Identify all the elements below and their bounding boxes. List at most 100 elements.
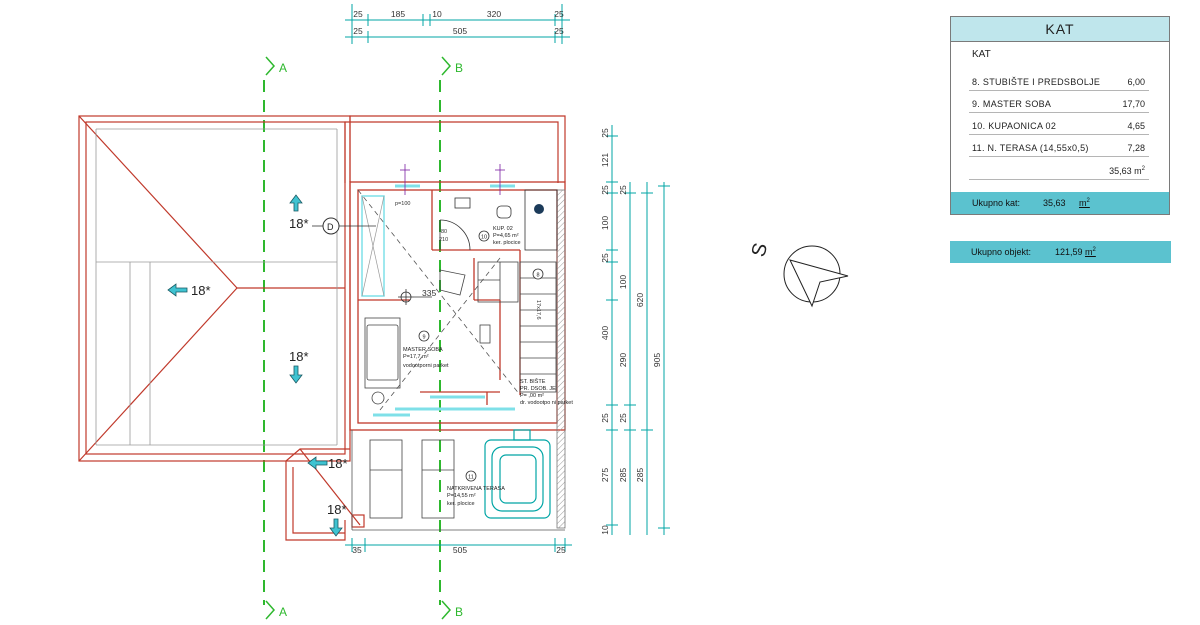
area-table-footer: Ukupno kat: 35,63 m2 <box>951 192 1169 214</box>
dim-right-7: 400 <box>600 326 610 340</box>
area-table: KAT KAT 8. STUBIŠTE I PREDSBOLJE 6,00 9.… <box>950 16 1170 215</box>
dim-top-3: 10 <box>432 9 442 19</box>
dim-right-1: 25 <box>600 128 610 138</box>
dim-bottom-2: 505 <box>453 545 467 555</box>
total-unit: m <box>1134 166 1142 176</box>
svg-text:9: 9 <box>422 335 425 341</box>
terrace-furniture <box>369 439 455 519</box>
row-value: 6,00 <box>1127 77 1145 87</box>
room-kupaonica-name: KUP. 02 <box>493 226 513 232</box>
row-value: 17,70 <box>1122 99 1145 109</box>
room-kupaonica-finish: ker. plocice <box>493 240 521 246</box>
svg-text:8: 8 <box>536 273 539 279</box>
top-dimensions <box>345 4 570 44</box>
row-name: 9. MASTER SOBA <box>972 99 1052 109</box>
object-total-unit-sup: 2 <box>1092 247 1096 253</box>
hot-tub <box>484 429 551 519</box>
axis-label-a-top: A <box>279 61 287 75</box>
window-markers <box>373 184 515 417</box>
room-stubiste-name: ST. BIŠTE <box>520 378 546 385</box>
dim-inner-210: 210 <box>439 237 448 243</box>
object-total-bar: Ukupno objekt: 121,59 m2 <box>950 241 1171 263</box>
room-terasa-area: P=14,55 m² <box>447 493 476 499</box>
dim-inner-335: 335 <box>422 288 436 298</box>
compass-icon <box>783 245 849 308</box>
row-value: 7,28 <box>1127 143 1145 153</box>
room-stubiste-finish: dr. vodootpo ni parket <box>520 400 573 406</box>
room-master-name: MASTER SOBA <box>403 347 443 353</box>
axis-markers <box>265 56 452 620</box>
dim-right-5: 25 <box>600 253 610 263</box>
dim-right-9: 275 <box>600 468 610 482</box>
row-name: 10. KUPAONICA 02 <box>972 121 1057 131</box>
dim-right-16: 905 <box>652 353 662 367</box>
object-total-label: Ukupno objekt: <box>971 247 1032 257</box>
slope-arrow-left-icon <box>167 283 188 297</box>
svg-text:11: 11 <box>468 475 474 481</box>
axis-lines <box>263 80 441 605</box>
dim-top-2: 185 <box>391 9 405 19</box>
stair-diagonals <box>357 189 521 411</box>
row-name: 11. N. TERASA (14,55x0,5) <box>972 143 1089 153</box>
center-mark <box>398 289 414 305</box>
footer-label: Ukupno kat: <box>972 198 1021 208</box>
object-total-unit: m <box>1085 247 1093 257</box>
footer-value: 35,63 <box>1043 198 1066 208</box>
total-value: 35,63 <box>1109 166 1132 176</box>
dim-bottom-3: 25 <box>556 545 566 555</box>
terrace-outline <box>351 430 565 531</box>
total-unit-sup: 2 <box>1141 166 1145 172</box>
roof-inner-lines <box>95 128 338 446</box>
dim-top-7: 505 <box>453 26 467 36</box>
slope-arrow-up-icon <box>289 194 303 212</box>
stair-wall-hatch <box>556 189 566 529</box>
object-total-value: 121,59 <box>1055 247 1083 257</box>
footer-unit-sup: 2 <box>1086 198 1090 204</box>
area-table-title: KAT <box>951 17 1169 42</box>
room-kupaonica-area: P=4,65 m² <box>493 233 519 239</box>
dim-right-12: 620 <box>635 293 645 307</box>
roof-slope-label-5: 18* <box>327 502 347 517</box>
dim-right-13: 290 <box>618 353 628 367</box>
roof-slope-label-2: 18* <box>191 283 211 298</box>
dim-right-17: 285 <box>635 468 645 482</box>
footer-unit: m <box>1079 198 1087 208</box>
dim-top-5: 25 <box>554 9 564 19</box>
bathroom-fixtures <box>439 189 558 251</box>
dim-top-4: 320 <box>487 9 501 19</box>
area-table-total: 35,63 m2 <box>969 157 1149 180</box>
area-table-heading: KAT <box>972 49 991 60</box>
dim-inner-80: 80 <box>441 229 447 235</box>
slope-arrow-down-icon <box>289 365 303 384</box>
table-row: 9. MASTER SOBA 17,70 <box>969 91 1149 113</box>
slope-arrow-down-icon-2 <box>329 518 343 537</box>
dim-bottom-1: 35 <box>352 545 362 555</box>
dim-right-4: 100 <box>600 216 610 230</box>
room-marker-9: 9 <box>418 330 430 342</box>
dim-inner-stair: 17x17,6 <box>535 300 541 320</box>
room-marker-11: 11 <box>465 470 477 482</box>
table-row: 8. STUBIŠTE I PREDSBOLJE 6,00 <box>969 69 1149 91</box>
dim-top-1: 25 <box>353 9 363 19</box>
svg-text:10: 10 <box>481 235 487 241</box>
axis-label-a-bottom: A <box>279 605 287 619</box>
bottom-dimensions <box>345 538 572 552</box>
dim-right-11: 25 <box>618 185 628 195</box>
dim-right-14: 25 <box>618 413 628 423</box>
room-master-area: P=17,7 m² <box>403 354 429 360</box>
compass-label: S <box>748 241 773 260</box>
room-marker-8: 8 <box>532 268 544 280</box>
dim-right-3: 25 <box>600 185 610 195</box>
axis-label-b-top: B <box>455 61 463 75</box>
roof-slope-label-1: 18* <box>289 216 309 231</box>
room-terasa-name: NATKRIVENA TERASA <box>447 486 505 492</box>
row-value: 4,65 <box>1127 121 1145 131</box>
room-master-finish: vodootporni parket <box>403 363 449 369</box>
slope-arrow-left-icon-2 <box>307 456 328 470</box>
dim-right-2: 121 <box>600 153 610 167</box>
axis-label-b-bottom: B <box>455 605 463 619</box>
area-table-rows: 8. STUBIŠTE I PREDSBOLJE 6,00 9. MASTER … <box>951 69 1169 180</box>
roof-slope-label-4: 18* <box>328 456 348 471</box>
right-dim-ticks <box>606 135 670 529</box>
